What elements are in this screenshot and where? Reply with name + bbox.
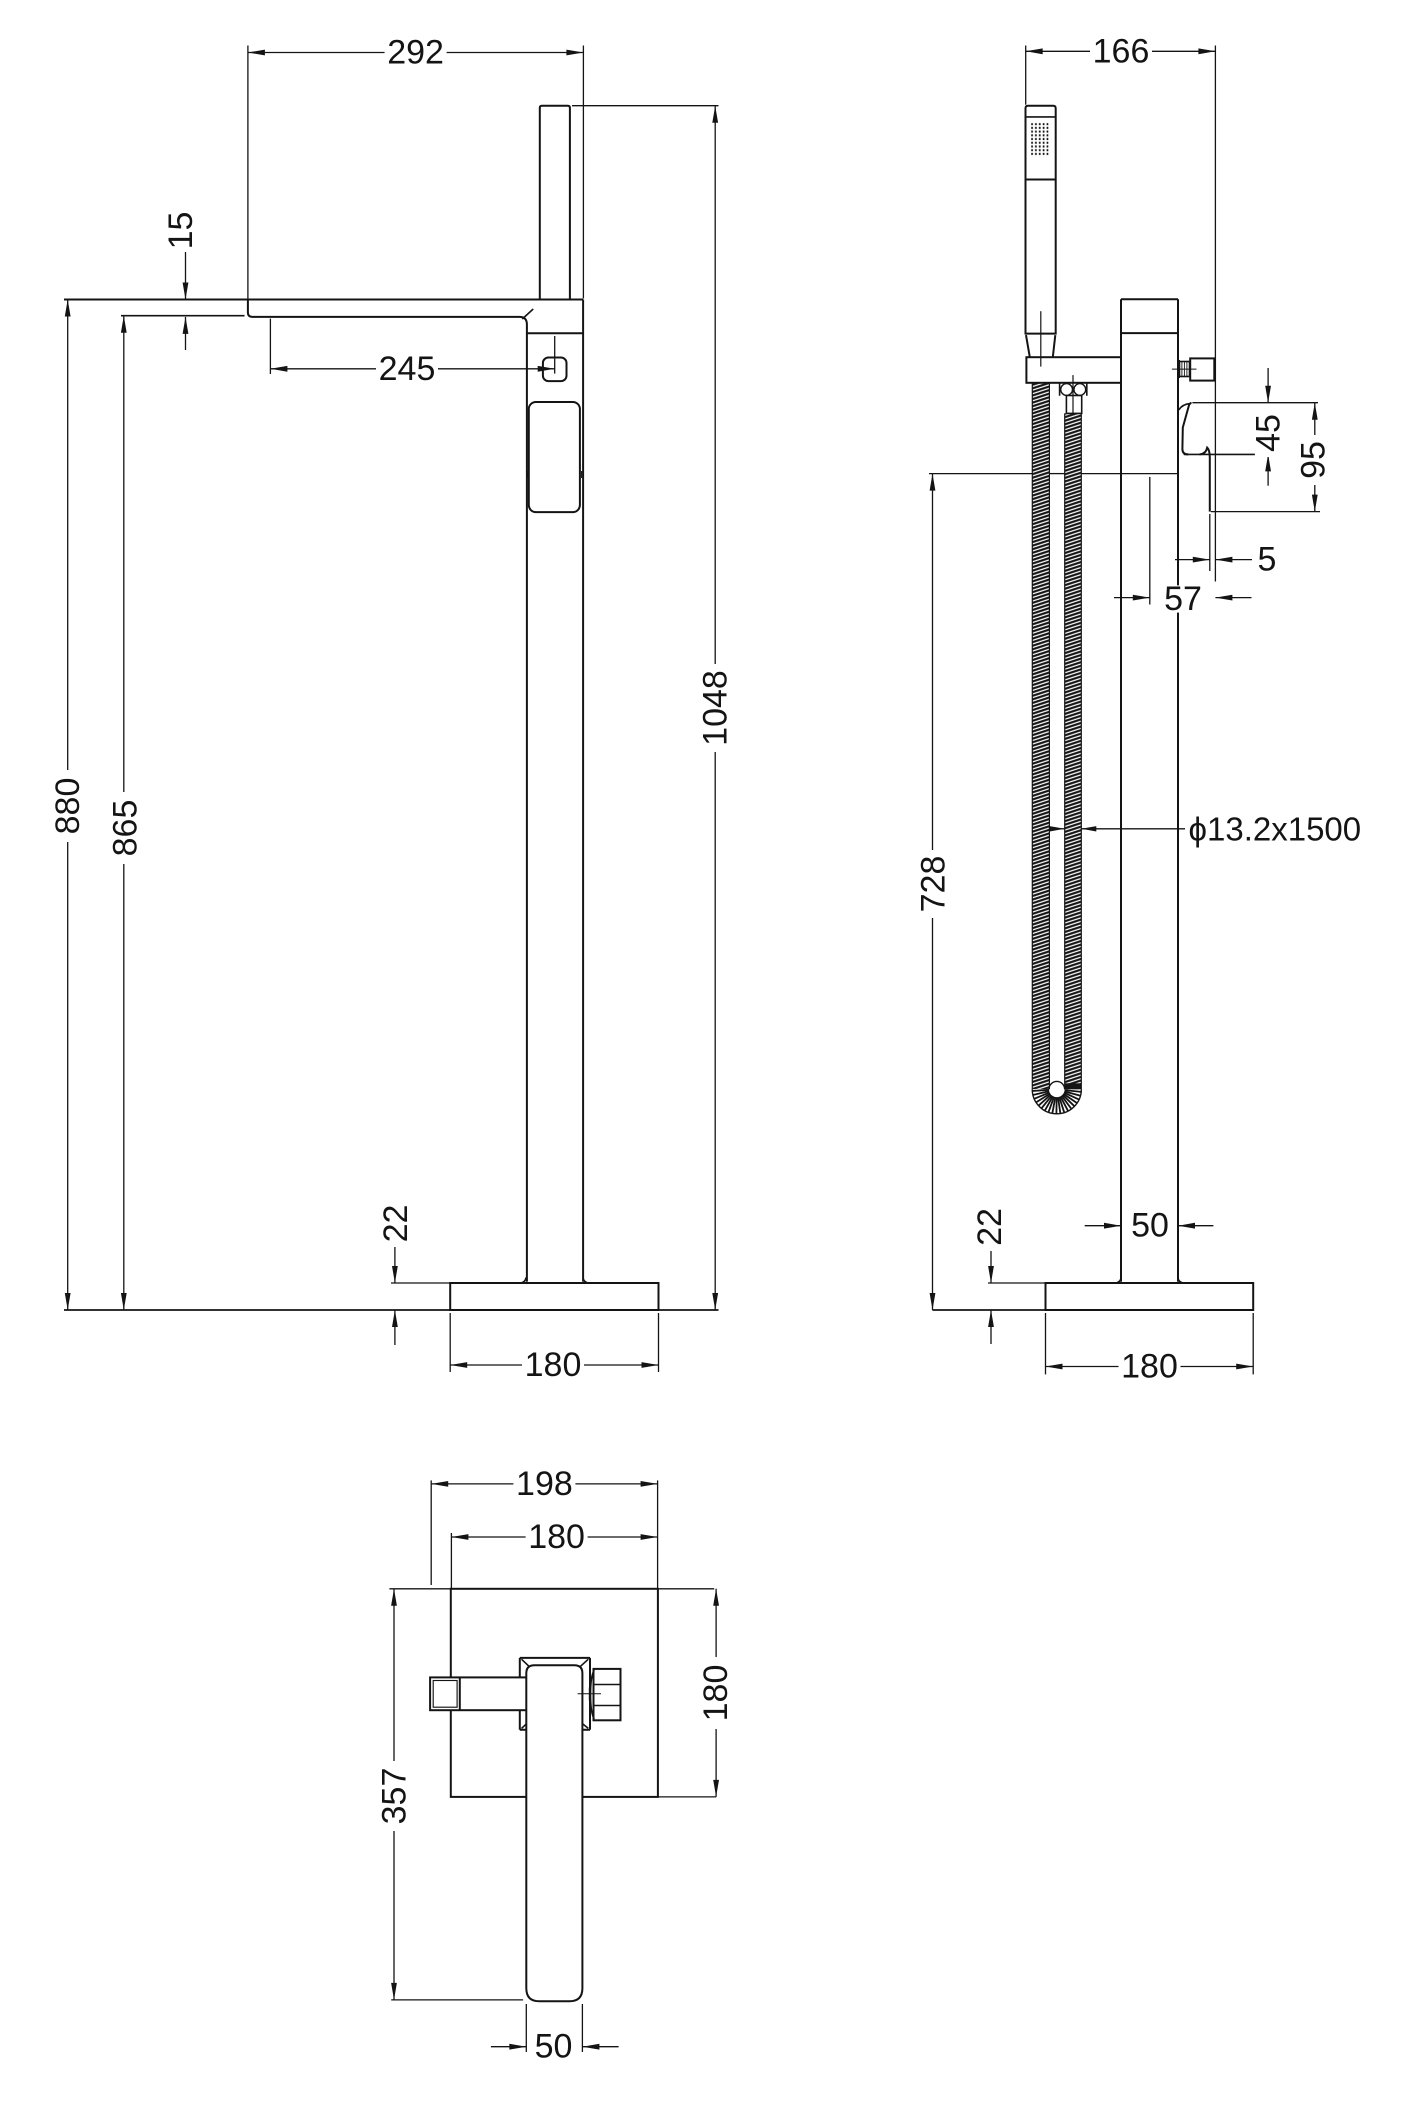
svg-text:180: 180 xyxy=(697,1665,735,1722)
svg-text:22: 22 xyxy=(377,1205,415,1243)
svg-text:180: 180 xyxy=(1121,1348,1178,1386)
svg-text:728: 728 xyxy=(915,856,953,913)
svg-text:180: 180 xyxy=(525,1346,582,1384)
svg-text:292: 292 xyxy=(387,34,444,72)
svg-text:50: 50 xyxy=(535,2028,573,2066)
svg-text:245: 245 xyxy=(379,350,436,388)
svg-text:5: 5 xyxy=(1258,541,1277,579)
svg-text:95: 95 xyxy=(1295,441,1333,479)
svg-text:166: 166 xyxy=(1093,32,1150,70)
svg-text:180: 180 xyxy=(528,1518,585,1556)
svg-text:357: 357 xyxy=(376,1768,414,1825)
svg-text:865: 865 xyxy=(107,800,145,857)
svg-text:50: 50 xyxy=(1131,1207,1169,1245)
svg-text:57: 57 xyxy=(1164,580,1202,618)
svg-text:1048: 1048 xyxy=(697,670,735,746)
svg-text:45: 45 xyxy=(1250,414,1288,452)
svg-text:880: 880 xyxy=(49,778,87,835)
svg-text:198: 198 xyxy=(516,1465,573,1503)
svg-text:ϕ13.2x1500: ϕ13.2x1500 xyxy=(1189,810,1362,847)
svg-text:22: 22 xyxy=(971,1208,1009,1246)
svg-text:15: 15 xyxy=(162,212,200,250)
